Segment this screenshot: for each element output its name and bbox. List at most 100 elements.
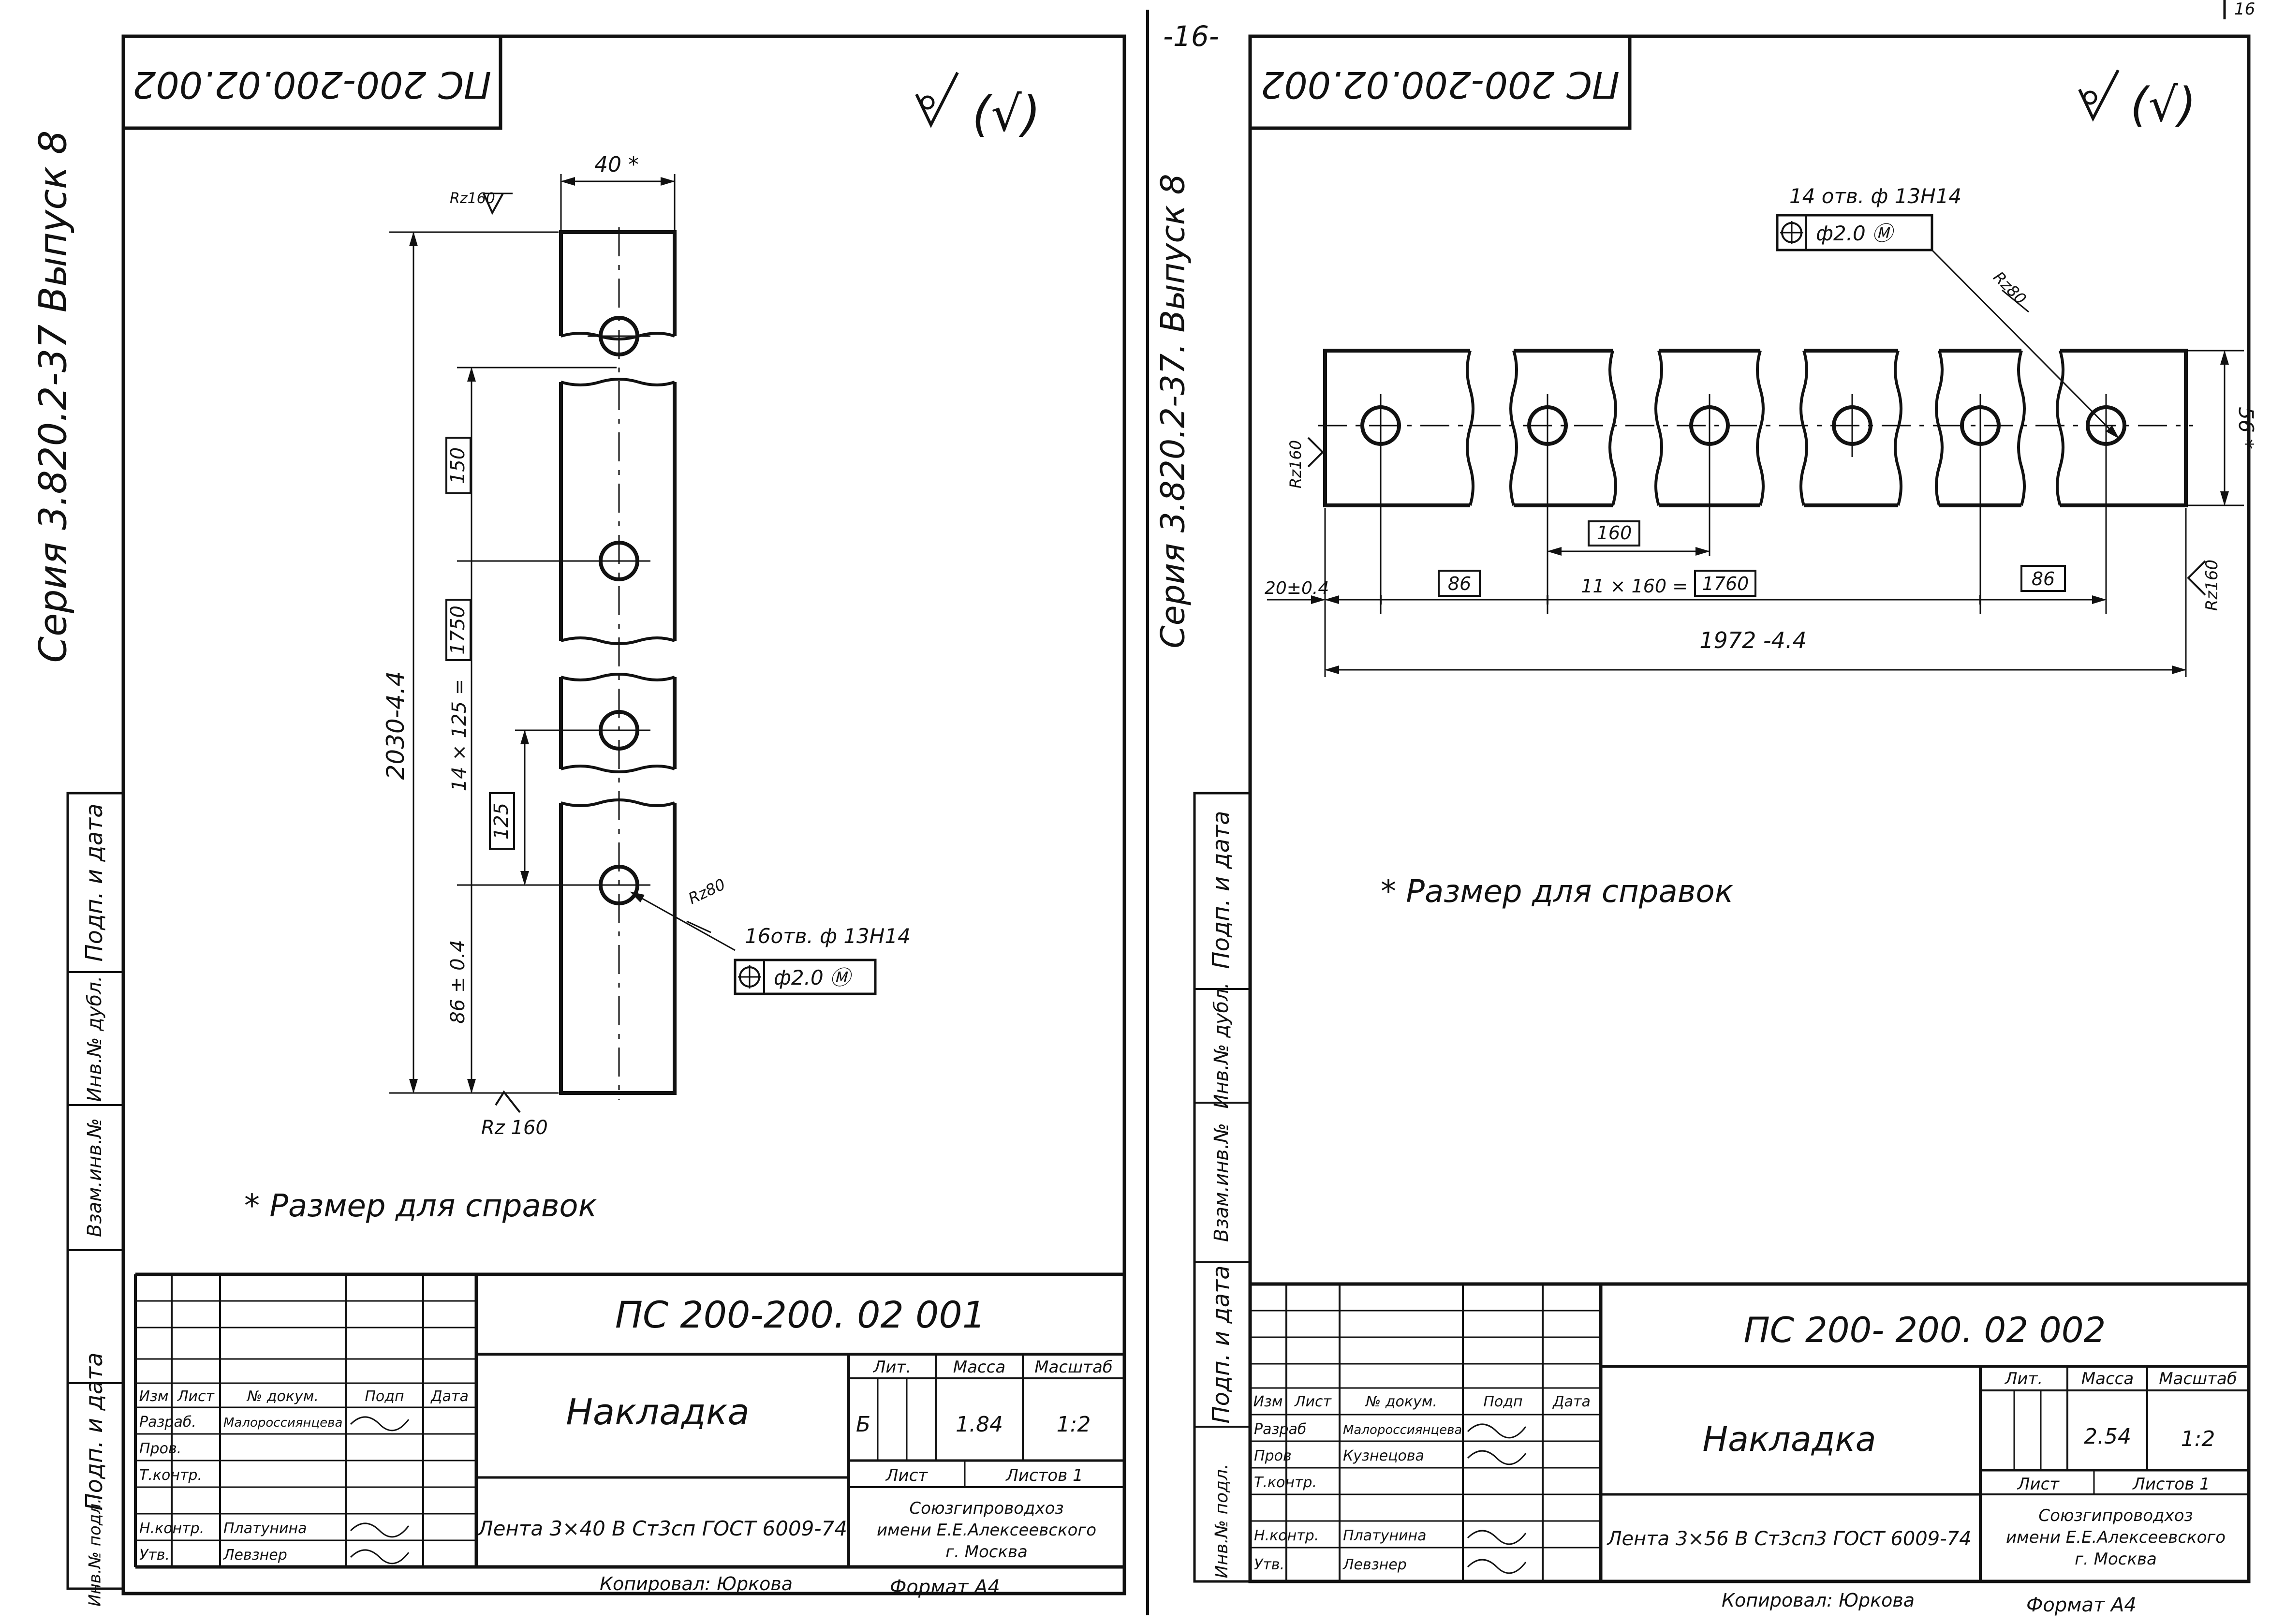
right-stamp-box [1248, 34, 1632, 130]
left-plate [556, 227, 679, 1100]
role-label: Разраб [1254, 1421, 1306, 1438]
org-line: г. Москва [2075, 1550, 2157, 1569]
material: Лента 3×56 В Ст3сп3 ГОСТ 6009-74 [1606, 1528, 1971, 1550]
margin-label: Подп. и дата [81, 1353, 108, 1511]
dim-pitch2-box: 125 [490, 803, 513, 840]
mass-value: 1.84 [956, 1412, 1003, 1437]
margin-label: Подп. и дата [1208, 1266, 1235, 1424]
person-name: Малороссиянцева [1343, 1423, 1462, 1437]
col-header: Лист [1294, 1393, 1332, 1410]
rz-top: Rz160 [450, 190, 495, 207]
position-tolerance: ф2.0 Ⓜ [774, 966, 853, 989]
dim-height: 56 * [2234, 407, 2258, 449]
left-holes [588, 316, 650, 905]
dim-chain-prefix: 14 × 125 = [448, 679, 471, 791]
lit-label: Лит. [872, 1358, 911, 1377]
right-stamp-code: ПС 200-200.02.002 [1261, 63, 1620, 106]
reference-note: * Размер для справок [244, 1188, 597, 1224]
right-side-margin: Инв.№ подл. Подп. и дата Взам.инв.№ Инв.… [1154, 174, 1252, 1583]
col-header: Дата [1552, 1393, 1591, 1410]
role-label: Разраб. [139, 1414, 196, 1431]
role-label: Т.контр. [1254, 1474, 1317, 1491]
left-dimensions: 40 * 2030-4.4 150 1750 14 × 125 = 125 86… [382, 152, 911, 1139]
role-label: Пров [1254, 1447, 1292, 1464]
mass-label: Масса [953, 1358, 1005, 1377]
page-number: 16 [2234, 0, 2255, 19]
dim-total: 1972 -4.4 [1699, 627, 1806, 653]
sheet-label: Лист [2017, 1475, 2060, 1494]
role-label: Пров. [139, 1440, 181, 1457]
right-title-block: Изм Лист № докум. Подп Дата Разраб Пров … [1250, 1282, 2249, 1616]
scale-value: 1:2 [2181, 1427, 2215, 1451]
margin-label: Инв.№ дубл. [84, 976, 106, 1102]
mass-value: 2.54 [2084, 1424, 2131, 1449]
dim-width: 40 * [594, 152, 639, 177]
svg-text:(√): (√) [972, 86, 1041, 142]
margin-label: Инв.№ подл. [1212, 1464, 1232, 1579]
dim-chain-box: 1750 [447, 605, 469, 655]
dim-chain-prefix: 11 × 160 = [1581, 576, 1688, 597]
right-plate [1318, 346, 2193, 510]
left-side-margin: Инв.№ подл. Подп. и дата Взам.инв.№ Инв.… [31, 131, 125, 1607]
sheets-label: Листов 1 [2132, 1475, 2210, 1494]
format: Формат А4 [2026, 1594, 2137, 1616]
left-title-block: Изм Лист № докум. Подп Дата Разраб. Пров… [134, 1272, 1124, 1598]
scale-label: Масштаб [1034, 1358, 1113, 1377]
org-line: г. Москва [945, 1542, 1028, 1562]
person-name: Левзнер [1342, 1556, 1407, 1573]
col-header: Дата [430, 1388, 469, 1405]
person-name: Левзнер [223, 1547, 287, 1564]
org-line: имени Е.Е.Алексеевского [2006, 1528, 2226, 1547]
copied-by: Копировал: Юркова [600, 1573, 793, 1594]
left-stamp-box [121, 34, 502, 130]
position-tolerance: ф2.0 Ⓜ [1816, 221, 1895, 245]
role-label: Н.контр. [139, 1520, 204, 1537]
sheet-label: Лист [885, 1466, 928, 1485]
part-name: Накладка [1702, 1419, 1876, 1459]
role-label: Утв. [139, 1547, 170, 1564]
sheets-label: Листов 1 [1005, 1466, 1083, 1485]
left-stamp-code: ПС 200-200.02.002 [133, 63, 491, 106]
dim-total: 2030-4.4 [382, 671, 410, 780]
right-sheet: ПС 200-200.02.002 (√) Инв.№ подл. Подп. … [1154, 34, 2258, 1616]
margin-label: Подп. и дата [1208, 811, 1235, 969]
holes-note: 16отв. ф 13Н14 [745, 924, 911, 948]
left-sheet: ПС 200-200.02.002 (√) Инв.№ подл. Подп. … [31, 34, 1126, 1607]
person-name: Платунина [223, 1520, 307, 1537]
col-header: Изм [139, 1388, 168, 1405]
copied-by: Копировал: Юркова [1722, 1590, 1915, 1611]
col-header: Подп [365, 1388, 404, 1405]
mass-label: Масса [2081, 1369, 2134, 1388]
role-label: Н.контр. [1254, 1527, 1319, 1544]
col-header: Подп [1483, 1393, 1522, 1410]
margin-label: Инв.№ подл. [86, 1498, 105, 1607]
designation: ПС 200- 200. 02 002 [1744, 1310, 2106, 1350]
dim-end: 86 ± 0.4 [447, 940, 469, 1023]
dim-chain-box: 1760 [1702, 573, 1749, 594]
rz-right: Rz160 [2202, 560, 2222, 611]
dim-pitch-box: 160 [1597, 522, 1632, 544]
org-line: имени Е.Е.Алексеевского [877, 1521, 1096, 1540]
dim-start: 20±0.4 [1265, 578, 1329, 598]
right-dimensions: 56 * 160 20±0.4 86 11 × 160 = 1760 86 [1265, 184, 2258, 677]
col-header: Изм [1253, 1393, 1283, 1410]
right-page-mark: -16- [1163, 20, 1219, 53]
dim-end-box-right: 86 [2032, 568, 2055, 590]
designation: ПС 200-200. 02 001 [615, 1293, 986, 1336]
margin-label: Подп. и дата [81, 804, 108, 962]
reference-note: * Размер для справок [1381, 874, 1734, 910]
material: Лента 3×40 В Ст3сп ГОСТ 6009-74 [477, 1517, 847, 1540]
margin-label: Инв.№ дубл. [1210, 983, 1233, 1109]
col-header: № докум. [1365, 1393, 1437, 1410]
side-series: Серия 3.820.2-37. Выпуск 8 [1154, 174, 1193, 648]
rz-bottom: Rz 160 [481, 1117, 548, 1139]
col-header: Лист [177, 1388, 215, 1405]
dim-pitch-box: 150 [447, 447, 469, 484]
scale-label: Масштаб [2159, 1369, 2237, 1388]
format: Формат А4 [890, 1576, 1000, 1598]
role-label: Утв. [1254, 1556, 1284, 1573]
margin-label: Взам.инв.№ [84, 1118, 106, 1237]
holes-note: 14 отв. ф 13Н14 [1789, 184, 1961, 208]
right-surface-mark: (√) [2078, 69, 2196, 132]
